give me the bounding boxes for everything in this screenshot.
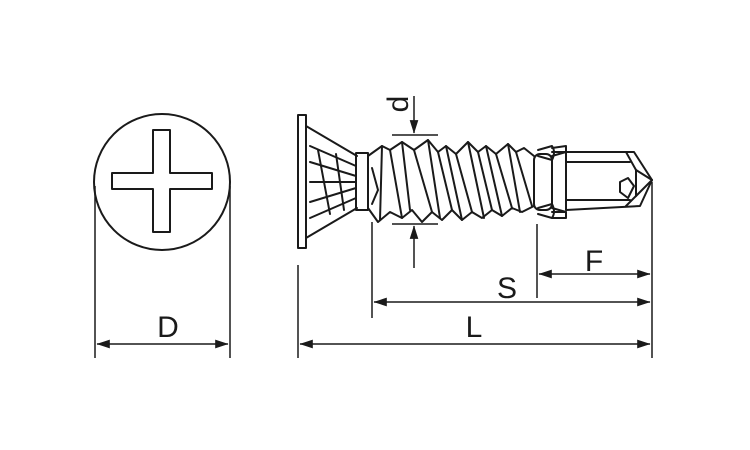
screw-plain-section: [533, 145, 567, 219]
screw-head-top-view: [93, 113, 231, 251]
phillips-cross-recess: [111, 129, 213, 233]
dimension-label-D: D: [157, 311, 179, 344]
dimension-F: [536, 182, 653, 358]
dimension-D: [94, 186, 231, 358]
head-outline-circle: [93, 113, 231, 251]
dimension-L: [297, 265, 651, 358]
dimension-label-F: F: [585, 245, 603, 278]
screw-drill-tip: [565, 151, 653, 211]
dimension-d: [392, 96, 438, 268]
dimension-label-d: d: [382, 96, 415, 113]
dimension-label-S: S: [497, 272, 517, 305]
screw-head-side: [297, 114, 369, 249]
dimension-label-L: L: [466, 311, 483, 344]
screw-side-view: [297, 114, 653, 249]
dimension-S: [371, 222, 651, 318]
screw-thread: [367, 139, 535, 223]
